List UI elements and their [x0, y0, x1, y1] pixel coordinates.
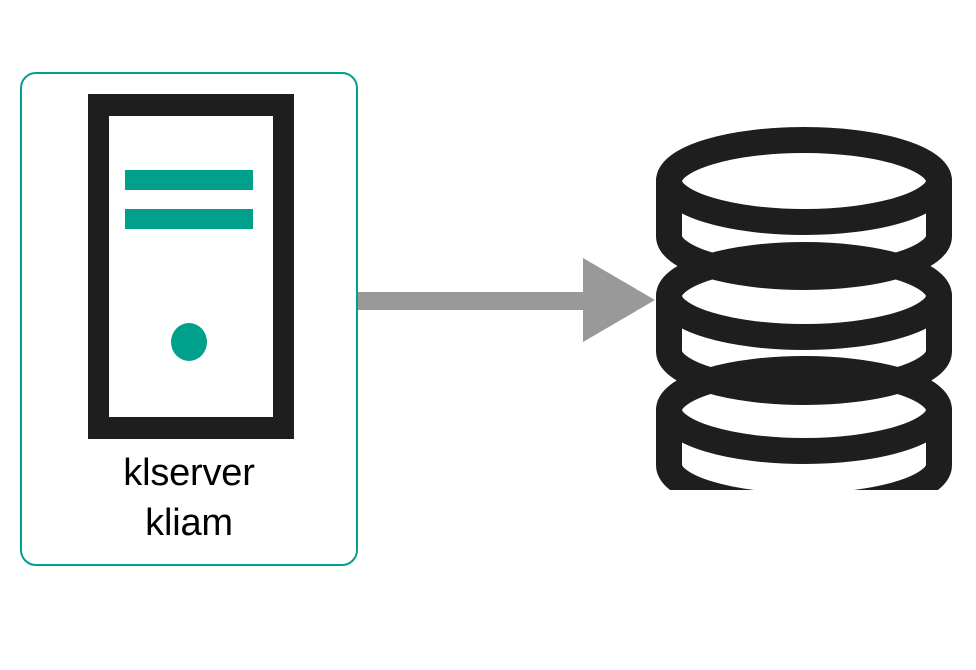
- server-bay-slot-1: [125, 170, 253, 190]
- right-arrow-icon[interactable]: [358, 250, 658, 350]
- node-label-primary: klserver: [123, 452, 255, 494]
- node-database[interactable]: [648, 110, 960, 519]
- node-label-secondary: kliam: [145, 502, 233, 544]
- database-disk-bottom-top: [656, 356, 952, 464]
- node-label-group: klserver kliam: [22, 448, 356, 548]
- database-cylinder-icon: [656, 127, 952, 519]
- database-disk-top-body: [656, 168, 952, 290]
- database-disk-top-top: [656, 127, 952, 235]
- arrow-shape: [358, 258, 655, 342]
- server-tower-icon: [88, 94, 294, 439]
- database-disk-middle-body: [656, 283, 952, 405]
- node-klserver[interactable]: klserver kliam: [20, 72, 358, 566]
- database-disk-middle-top: [656, 242, 952, 350]
- server-front-panel: [109, 116, 273, 417]
- server-power-indicator: [171, 323, 207, 361]
- server-bay-slot-2: [125, 209, 253, 229]
